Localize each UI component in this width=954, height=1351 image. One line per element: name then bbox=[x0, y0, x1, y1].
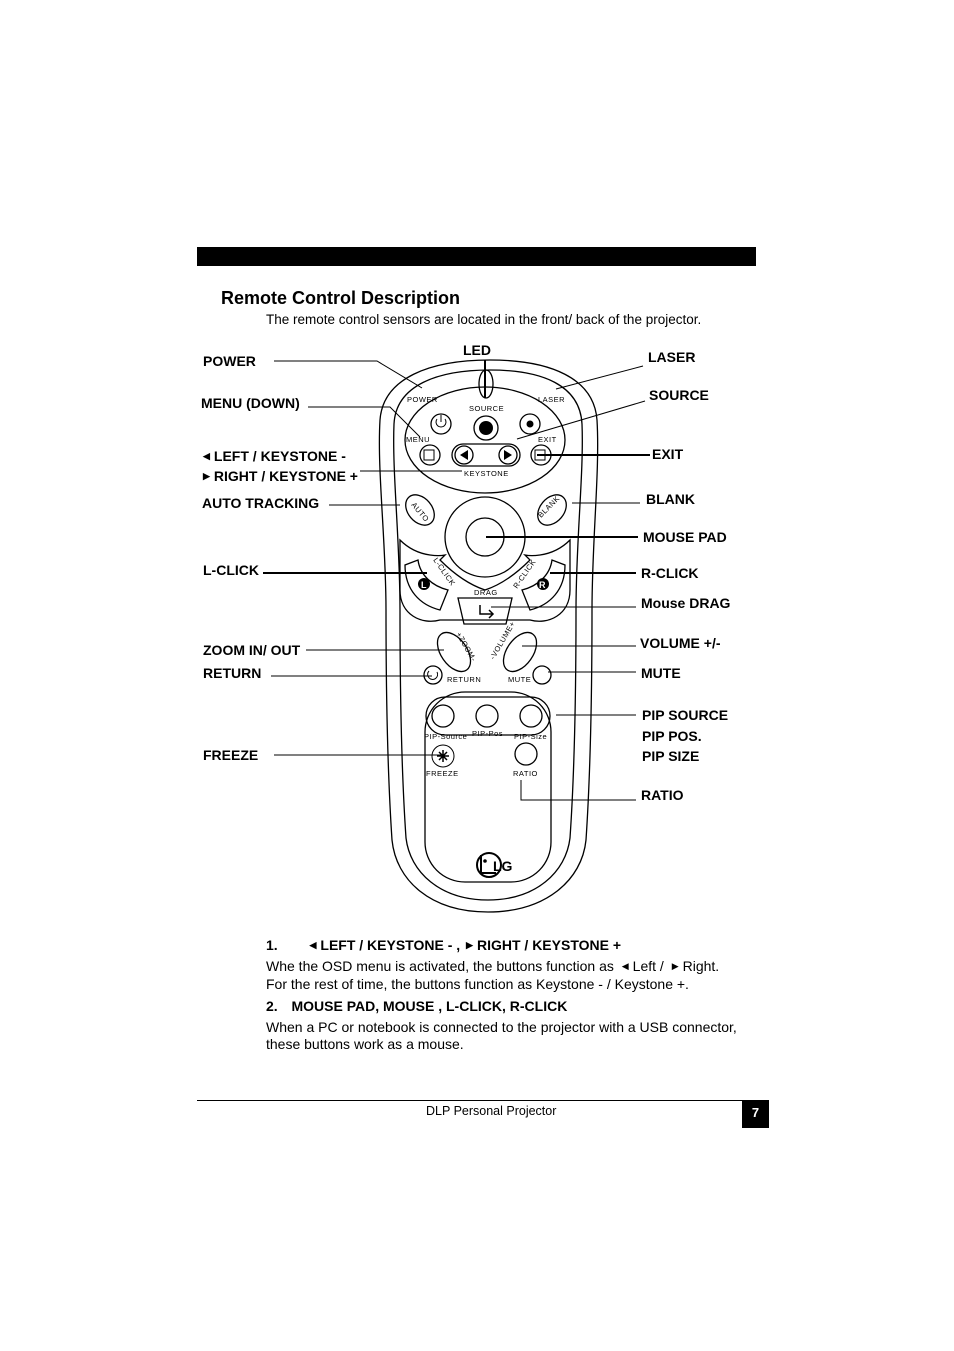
callout-ratio: RATIO bbox=[641, 787, 684, 803]
callout-mute: MUTE bbox=[641, 665, 681, 681]
callout-mouse-pad: MOUSE PAD bbox=[643, 529, 727, 545]
note-2-line-1: When a PC or notebook is connected to th… bbox=[266, 1019, 737, 1035]
rl-mute: MUTE bbox=[508, 675, 531, 684]
callout-menu: MENU (DOWN) bbox=[201, 395, 300, 411]
note-1-line-2: For the rest of time, the buttons functi… bbox=[266, 976, 689, 992]
callout-blank: BLANK bbox=[646, 491, 695, 507]
rl-keystone: KEYSTONE bbox=[464, 469, 509, 478]
menu-icon bbox=[423, 449, 435, 461]
page-number: 7 bbox=[742, 1101, 769, 1128]
right-triangle-icon: ▶ bbox=[671, 961, 679, 971]
rl-source: SOURCE bbox=[469, 404, 504, 413]
left-triangle-icon: ◀ bbox=[203, 451, 210, 461]
right-triangle-icon: ▶ bbox=[203, 471, 210, 481]
callout-exit: EXIT bbox=[652, 446, 684, 462]
callout-right-keystone: ▶RIGHT / KEYSTONE + bbox=[203, 468, 358, 484]
right-triangle-icon: ▶ bbox=[466, 940, 473, 950]
callout-pip-pos: PIP POS. bbox=[642, 728, 702, 744]
rl-pip-size: PIP-Size bbox=[514, 732, 547, 741]
note-2-heading: 2. MOUSE PAD, MOUSE , L-CLICK, R-CLICK bbox=[266, 998, 568, 1014]
drag-icon bbox=[479, 605, 492, 615]
callout-l-click: L-CLICK bbox=[203, 562, 259, 578]
callout-freeze: FREEZE bbox=[203, 747, 259, 763]
rl-l-button: L bbox=[421, 580, 427, 590]
callout-led: LED bbox=[463, 342, 491, 358]
rl-freeze: FREEZE bbox=[426, 769, 459, 778]
callout-zoom: ZOOM IN/ OUT bbox=[203, 642, 301, 658]
intro-text: The remote control sensors are located i… bbox=[266, 312, 702, 327]
header-bar bbox=[197, 247, 756, 266]
note-1-heading: 1. ◀LEFT / KEYSTONE - , ▶RIGHT / KEYSTON… bbox=[266, 937, 622, 953]
rl-power: POWER bbox=[407, 395, 438, 404]
callout-mouse-drag: Mouse DRAG bbox=[641, 595, 731, 611]
rl-pip-pos: PIP-Pos bbox=[472, 729, 503, 738]
footer-text: DLP Personal Projector bbox=[426, 1104, 557, 1118]
power-icon bbox=[435, 418, 447, 428]
left-triangle-icon: ◀ bbox=[309, 940, 317, 950]
remote-body bbox=[378, 359, 599, 913]
callout-power: POWER bbox=[203, 353, 256, 369]
footer-rule bbox=[197, 1100, 769, 1101]
freeze-key bbox=[431, 744, 455, 768]
left-triangle-icon: ◀ bbox=[621, 961, 629, 971]
return-icon bbox=[427, 670, 439, 680]
rl-r-button: R bbox=[539, 580, 546, 590]
callout-left-keystone: ◀LEFT / KEYSTONE - bbox=[203, 448, 346, 464]
callout-pip-source: PIP SOURCE bbox=[642, 707, 729, 723]
callout-source: SOURCE bbox=[649, 387, 709, 403]
leader-lines bbox=[263, 360, 650, 801]
rl-return: RETURN bbox=[447, 675, 481, 684]
callout-laser: LASER bbox=[648, 349, 696, 365]
callout-volume: VOLUME +/- bbox=[640, 635, 721, 651]
callout-pip-size: PIP SIZE bbox=[642, 748, 700, 764]
rl-laser: LASER bbox=[538, 395, 565, 404]
rl-pip-source: PIP-Source bbox=[424, 732, 467, 741]
callout-return: RETURN bbox=[203, 665, 262, 681]
rl-drag: DRAG bbox=[474, 588, 498, 597]
note-1-line-1: Whe the OSD menu is activated, the butto… bbox=[266, 958, 720, 974]
rl-brand: LG bbox=[493, 858, 513, 874]
callout-r-click: R-CLICK bbox=[641, 565, 699, 581]
rl-menu: MENU bbox=[406, 435, 430, 444]
snowflake-icon bbox=[437, 750, 449, 762]
remote-details bbox=[418, 420, 549, 878]
page-title: Remote Control Description bbox=[221, 288, 461, 308]
note-2-line-2: these buttons work as a mouse. bbox=[266, 1036, 464, 1052]
rl-ratio: RATIO bbox=[513, 769, 538, 778]
rl-zoom: +ZOOM- bbox=[454, 631, 478, 664]
rl-exit: EXIT bbox=[538, 435, 557, 444]
callout-auto-tracking: AUTO TRACKING bbox=[202, 495, 320, 511]
